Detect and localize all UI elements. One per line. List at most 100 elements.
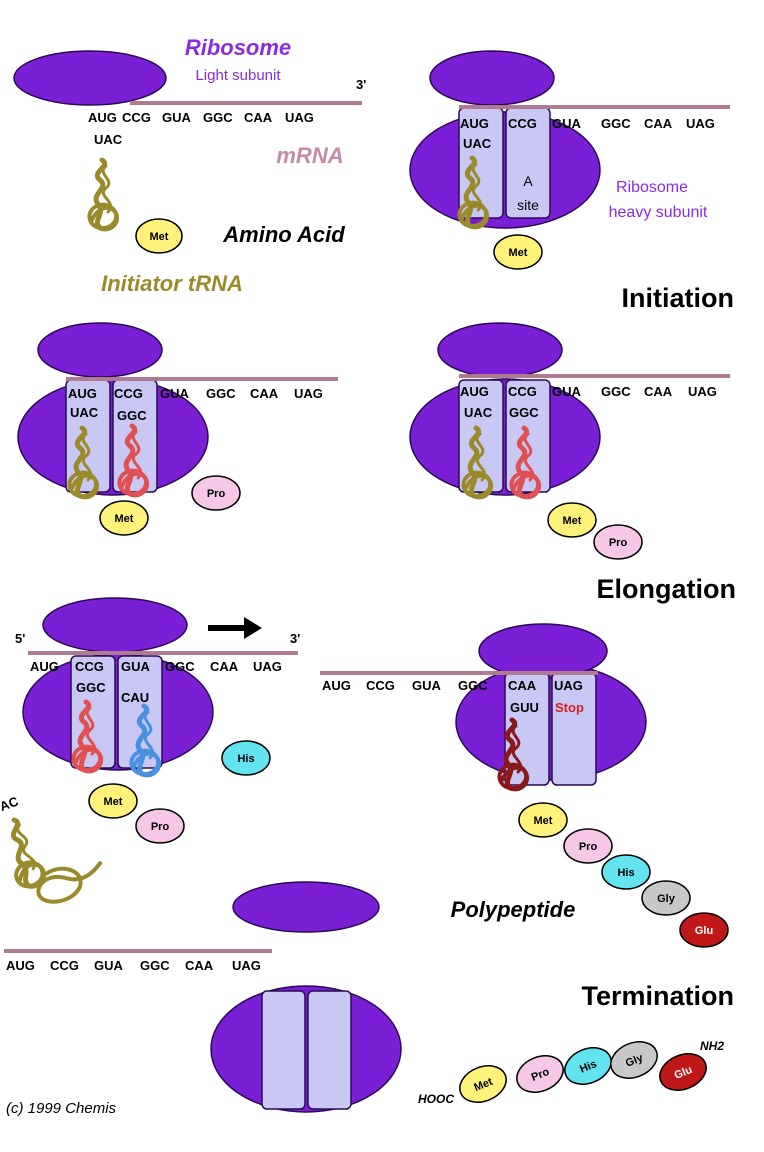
- hooc-label: HOOC: [418, 1092, 454, 1106]
- released-trna: [2, 801, 103, 904]
- ribosome-heavy-subunit: [409, 378, 601, 496]
- gly-label: Gly: [657, 893, 676, 905]
- ribosome-heavy-subunit: [210, 985, 402, 1113]
- anticodon-ggc: GGC: [117, 408, 147, 423]
- initiator-trna: [89, 160, 117, 229]
- ribosome-title: Ribosome: [185, 35, 291, 60]
- pro-label: Pro: [207, 488, 226, 500]
- his-label: His: [617, 867, 634, 879]
- initiator-trna-label: Initiator tRNA: [101, 271, 243, 296]
- codon-uag: UAG: [285, 110, 314, 125]
- anticodon-guu: GUU: [510, 700, 539, 715]
- a-site-label-2: site: [517, 197, 539, 213]
- arrow-right-icon: [208, 617, 262, 639]
- mrna-label: mRNA: [276, 143, 343, 168]
- codon-aug: AUG: [460, 384, 489, 399]
- codon-ggc: GGC: [458, 678, 488, 693]
- five-prime-label: 5': [15, 631, 25, 646]
- nh2-label: NH2: [700, 1039, 724, 1053]
- ribosome-light-subunit: [478, 623, 608, 679]
- anticodon-uac: UAC: [464, 405, 493, 420]
- codon-ccg: CCG: [114, 386, 143, 401]
- codon-gua: GUA: [552, 384, 582, 399]
- released-anticodon: AC: [0, 793, 21, 814]
- free-glu: Glu: [659, 1053, 707, 1091]
- codon-ggc: GGC: [601, 384, 631, 399]
- codon-aug: AUG: [460, 116, 489, 131]
- codon-caa: CAA: [185, 958, 214, 973]
- codon-ccg: CCG: [75, 659, 104, 674]
- ribosome-light-subunit: [13, 50, 167, 106]
- codon-aug: AUG: [88, 110, 117, 125]
- codon-ggc: GGC: [165, 659, 195, 674]
- panel-initiation: AUG CCG GUA GGC CAA UAG UAC A site Ribos…: [409, 50, 734, 313]
- a-site: [307, 990, 352, 1110]
- free-pro: Pro: [516, 1055, 564, 1093]
- ribosome-light-subunit: [37, 322, 163, 378]
- light-subunit-label: Light subunit: [195, 67, 281, 84]
- elongation-heading: Elongation: [597, 574, 736, 604]
- ribosome-light-subunit: [429, 50, 555, 106]
- three-prime-label: 3': [290, 631, 300, 646]
- his-amino-acid: [601, 854, 651, 890]
- codon-aug: AUG: [68, 386, 97, 401]
- gly-amino-acid: [641, 880, 691, 916]
- met-amino-acid: [88, 783, 138, 819]
- codon-aug: AUG: [6, 958, 35, 973]
- termination-heading: Termination: [581, 981, 734, 1011]
- met-amino-acid: [135, 218, 183, 254]
- panel-components: Ribosome Light subunit 3' AUG CCG GUA GG…: [13, 35, 366, 296]
- pro-label: Pro: [579, 841, 598, 853]
- anticodon-ggc: GGC: [76, 680, 106, 695]
- codon-caa: CAA: [508, 678, 537, 693]
- codon-uag: UAG: [686, 116, 715, 131]
- codon-uag: UAG: [688, 384, 717, 399]
- pro-amino-acid: [593, 524, 643, 560]
- codon-ggc: GGC: [206, 386, 236, 401]
- polypeptide-label: Polypeptide: [451, 897, 576, 922]
- codon-ggc: GGC: [140, 958, 170, 973]
- met-amino-acid: [493, 234, 543, 270]
- glu-label: Glu: [695, 925, 713, 937]
- anticodon-cau: CAU: [121, 690, 149, 705]
- codon-ccg: CCG: [50, 958, 79, 973]
- ribosome-heavy-label-1: Ribosome: [616, 179, 688, 196]
- codon-uag: UAG: [554, 678, 583, 693]
- stop-label: Stop: [555, 700, 584, 715]
- codon-caa: CAA: [250, 386, 279, 401]
- panel-elongation-1: AUG CCG GUA GGC CAA UAG UAC GGC Met Pro: [17, 322, 338, 536]
- ribosome-light-subunit: [42, 597, 188, 653]
- met-label: Met: [115, 513, 134, 525]
- codon-gua: GUA: [121, 659, 151, 674]
- pro-label: Pro: [609, 537, 628, 549]
- panel-stop-codon: AUG CCG GUA GGC CAA UAG GUU Stop Met Pro…: [320, 623, 729, 948]
- codon-caa: CAA: [644, 384, 673, 399]
- initiation-heading: Initiation: [622, 283, 734, 313]
- met-label: Met: [534, 815, 553, 827]
- met-label: Met: [563, 515, 582, 527]
- anticodon-uac: UAC: [463, 136, 492, 151]
- codon-gua: GUA: [94, 958, 124, 973]
- codon-aug: AUG: [30, 659, 59, 674]
- codon-aug: AUG: [322, 678, 351, 693]
- panel-elongation-2: AUG CCG GUA GGC CAA UAG UAC GGC Met Pro …: [409, 322, 736, 604]
- pro-label: Pro: [151, 821, 170, 833]
- codon-ggc: GGC: [601, 116, 631, 131]
- a-site-label-1: A: [523, 173, 533, 189]
- three-prime-label: 3': [356, 77, 366, 92]
- codon-ccg: CCG: [508, 116, 537, 131]
- ribosome-heavy-label-2: heavy subunit: [609, 204, 708, 221]
- panel-translocation: 5' 3' AUG CCG GUA GGC CAA UAG GGC CAU Me…: [0, 597, 300, 904]
- met-label: Met: [150, 231, 169, 243]
- codon-caa: CAA: [210, 659, 239, 674]
- codon-ccg: CCG: [366, 678, 395, 693]
- met-label: Met: [104, 796, 123, 808]
- met-label: Met: [509, 247, 528, 259]
- codon-uag: UAG: [232, 958, 261, 973]
- codon-caa: CAA: [644, 116, 673, 131]
- pro-amino-acid: [191, 475, 241, 511]
- free-met: Met: [459, 1065, 507, 1103]
- ribosome-heavy-subunit: [409, 111, 601, 229]
- anticodon-ggc: GGC: [509, 405, 539, 420]
- anticodon-uac: UAC: [70, 405, 99, 420]
